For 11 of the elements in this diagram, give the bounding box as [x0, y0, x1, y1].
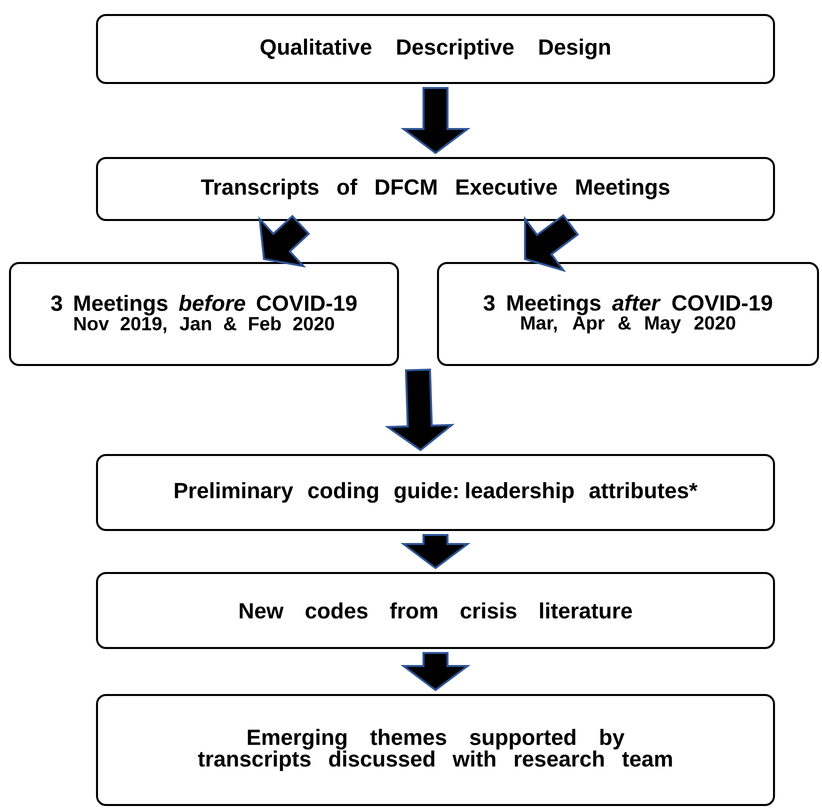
block-arrow — [384, 368, 455, 452]
block-arrow — [400, 534, 470, 570]
process-box: 3 Meetings before COVID-19 Nov 2019, Jan & Feb 2020 — [9, 262, 399, 366]
process-box: Emerging themes supported by transcripts discussed with research team — [96, 694, 775, 806]
process-box: 3 Meetings after COVID-19 Mar, Apr & May 2020 — [437, 262, 819, 366]
process-box: Qualitative Descriptive Design — [96, 14, 775, 84]
block-arrow — [400, 87, 470, 154]
block-arrow — [400, 652, 470, 692]
process-box: Transcripts of DFCM Executive Meetings — [96, 157, 775, 221]
process-box: New codes from crisis literature — [96, 572, 775, 649]
process-box: Preliminary coding guide: leadership attributes* — [96, 454, 775, 531]
